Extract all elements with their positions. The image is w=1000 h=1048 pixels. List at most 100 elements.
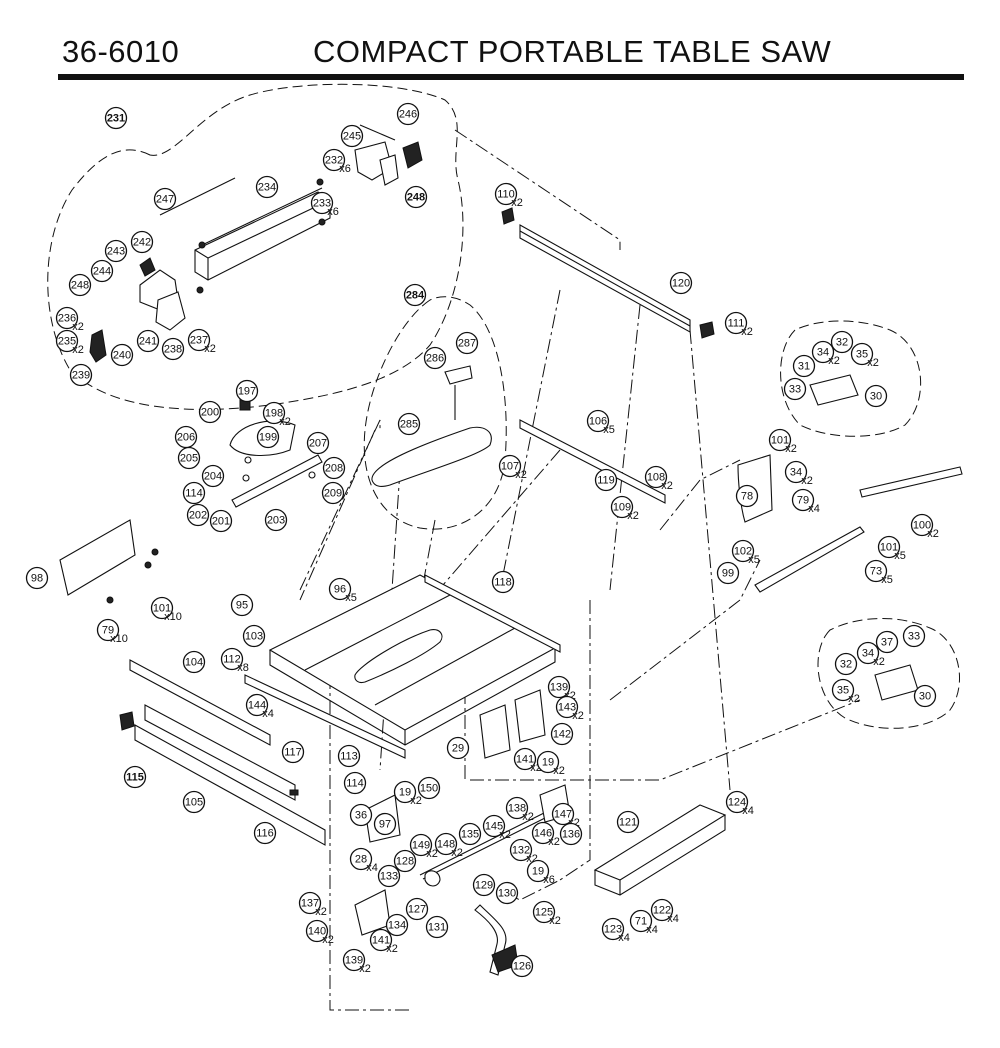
callout-circle bbox=[791, 488, 815, 512]
callout-label: 198 bbox=[265, 408, 283, 420]
callout-circle bbox=[731, 539, 755, 563]
callout-131: 131 bbox=[425, 915, 449, 939]
callout-103: 103 bbox=[242, 624, 266, 648]
callout-label: 245 bbox=[343, 131, 361, 143]
callout-circle bbox=[310, 191, 334, 215]
callout-label: 32 bbox=[836, 337, 848, 349]
callout-circle bbox=[328, 577, 352, 601]
callout-label: 136 bbox=[562, 829, 580, 841]
callout-circle bbox=[629, 909, 653, 933]
callout-label: 19 bbox=[542, 757, 554, 769]
rear-rail bbox=[501, 207, 715, 339]
callout-quantity: x2 bbox=[927, 528, 939, 540]
callout-circle bbox=[242, 624, 266, 648]
callout-248: 248 bbox=[404, 185, 428, 209]
callout-label: 287 bbox=[458, 338, 476, 350]
callout-circle bbox=[417, 776, 441, 800]
callout-quantity: x2 bbox=[828, 355, 840, 367]
callout-label: 127 bbox=[408, 904, 426, 916]
callout-label: 114 bbox=[185, 488, 203, 500]
callout-label: 139 bbox=[550, 682, 568, 694]
callout-287: 287 bbox=[455, 331, 479, 355]
callout-label: 125 bbox=[535, 907, 553, 919]
callout-label: 98 bbox=[31, 573, 43, 585]
callout-label: 137 bbox=[301, 898, 319, 910]
callout-206: 206 bbox=[174, 425, 198, 449]
callout-label: 30 bbox=[870, 391, 882, 403]
callout-quantity: x2 bbox=[661, 480, 673, 492]
callout-circle bbox=[187, 328, 211, 352]
callout-circle bbox=[434, 832, 458, 856]
callout-204: 204 bbox=[201, 464, 225, 488]
callout-97: 97 bbox=[373, 812, 397, 836]
callout-135: 135 bbox=[458, 822, 482, 846]
callout-circle bbox=[724, 311, 748, 335]
callout-121: 121 bbox=[616, 810, 640, 834]
callout-label: 130 bbox=[498, 888, 516, 900]
callout-circle bbox=[123, 765, 147, 789]
callout-quantity: x4 bbox=[646, 924, 658, 936]
callout-32: 32 bbox=[830, 330, 854, 354]
callout-label: 120 bbox=[672, 278, 690, 290]
callout-circle bbox=[594, 468, 618, 492]
callout-199: 199 bbox=[256, 425, 280, 449]
callout-119: 119 bbox=[594, 468, 618, 492]
callout-label: 123 bbox=[604, 924, 622, 936]
callout-quantity: x2 bbox=[499, 829, 511, 841]
callout-104: 104 bbox=[182, 650, 206, 674]
title-rule bbox=[58, 74, 964, 80]
callout-120: 120 bbox=[669, 271, 693, 295]
callout-label: 209 bbox=[324, 488, 342, 500]
callout-circle bbox=[586, 409, 610, 433]
callout-150: 150 bbox=[417, 776, 441, 800]
callout-circle bbox=[55, 306, 79, 330]
callout-circle bbox=[482, 814, 506, 838]
callout-circle bbox=[306, 431, 330, 455]
callout-circle bbox=[850, 342, 874, 366]
callout-circle bbox=[104, 239, 128, 263]
callout-116: 116 bbox=[253, 821, 277, 845]
callout-label: 233 bbox=[313, 198, 331, 210]
callout-quantity: x2 bbox=[553, 765, 565, 777]
callout-circle bbox=[455, 331, 479, 355]
bracket-assembly-outline-top bbox=[780, 320, 922, 437]
callout-circle bbox=[526, 859, 550, 883]
callout-circle bbox=[256, 425, 280, 449]
callout-246: 246 bbox=[396, 102, 420, 126]
callout-quantity: x2 bbox=[548, 836, 560, 848]
callout-label: 286 bbox=[426, 353, 444, 365]
callout-circle bbox=[253, 821, 277, 845]
callout-circle bbox=[321, 481, 345, 505]
callout-label: 118 bbox=[494, 577, 512, 589]
callout-circle bbox=[385, 913, 409, 937]
callout-circle bbox=[550, 722, 574, 746]
callout-quantity: x2 bbox=[451, 847, 463, 859]
callout-circle bbox=[349, 847, 373, 871]
callout-label: 141 bbox=[516, 754, 534, 766]
callout-36: 36 bbox=[349, 803, 373, 827]
callout-label: 71 bbox=[635, 916, 647, 928]
callout-208: 208 bbox=[322, 456, 346, 480]
callout-label: 248 bbox=[71, 280, 89, 292]
callout-label: 243 bbox=[107, 246, 125, 258]
callout-label: 205 bbox=[180, 453, 198, 465]
callout-label: 138 bbox=[508, 803, 526, 815]
callout-quantity: x6 bbox=[339, 163, 351, 175]
callout-circle bbox=[322, 456, 346, 480]
callout-114: 114 bbox=[343, 771, 367, 795]
callout-quantity: x5 bbox=[881, 574, 893, 586]
callout-241: 241 bbox=[136, 329, 160, 353]
callout-circle bbox=[910, 513, 934, 537]
callout-label: 248 bbox=[407, 192, 425, 204]
